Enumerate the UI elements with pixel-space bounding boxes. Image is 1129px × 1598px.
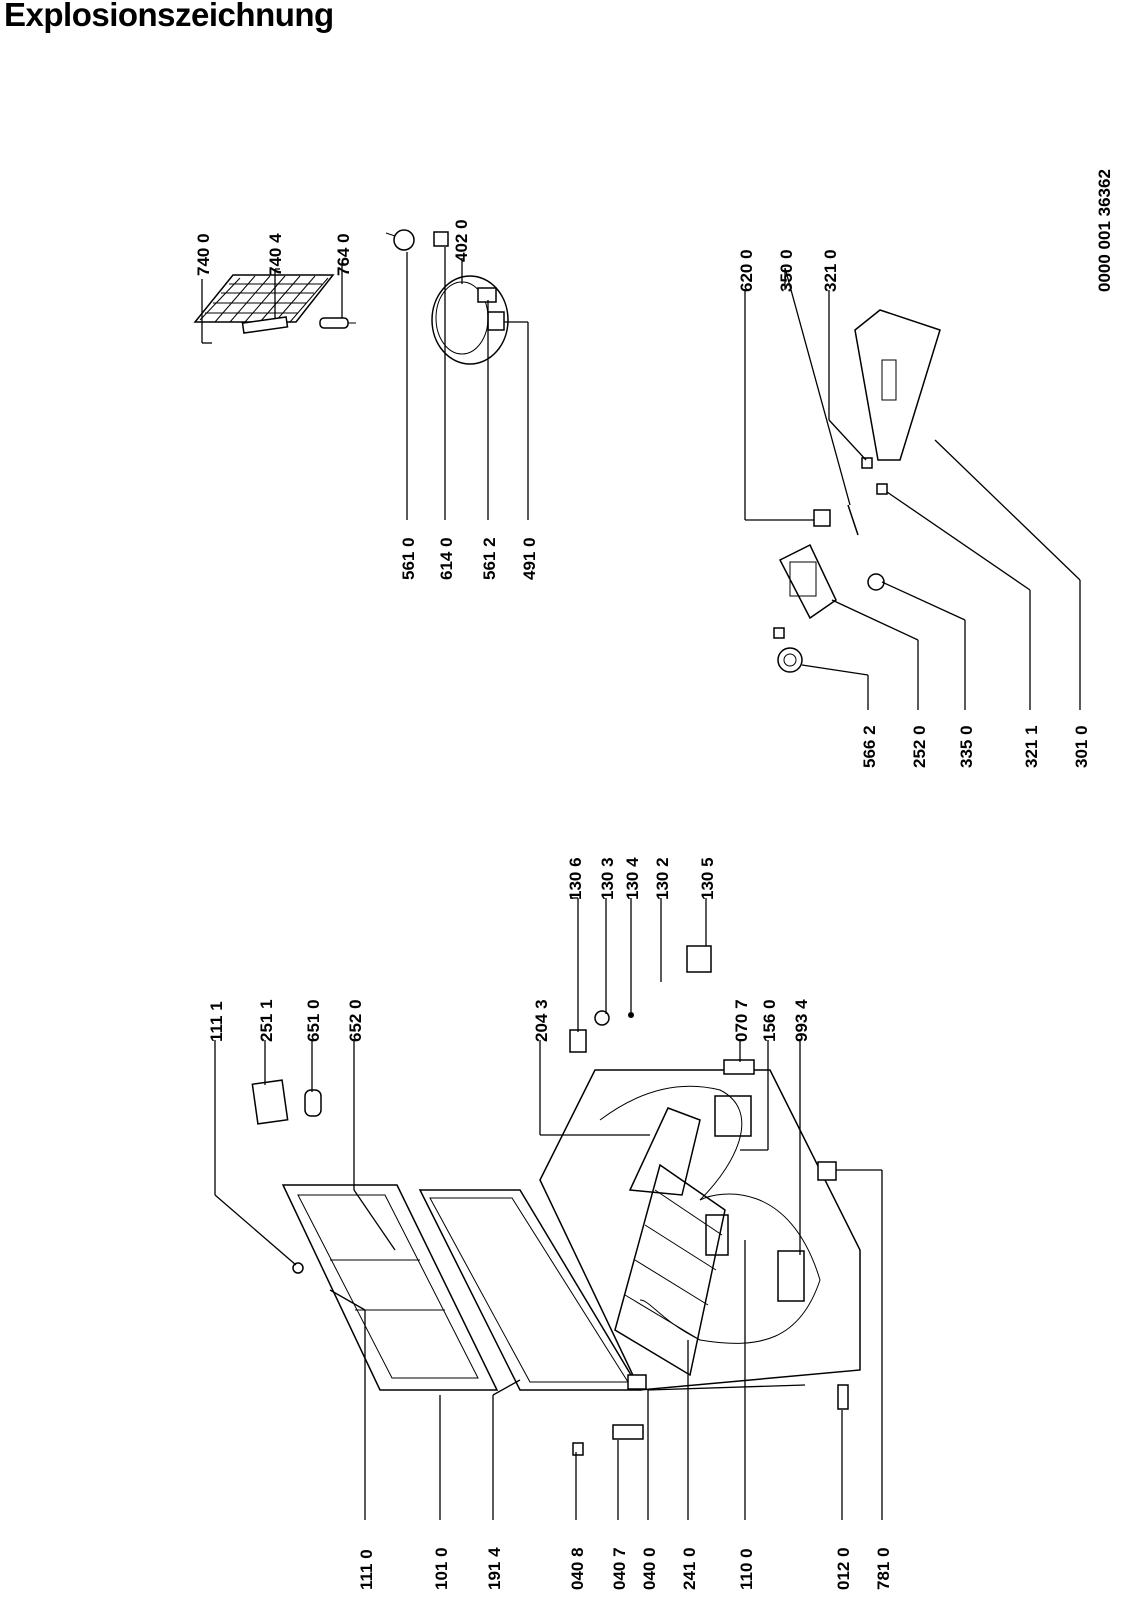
lid: [281, 1184, 499, 1391]
basket: [614, 1163, 726, 1377]
label-335-0: 335 0: [957, 725, 976, 768]
label-321-1: 321 1: [1022, 725, 1041, 768]
label-252-0: 252 0: [910, 725, 929, 768]
label-130-2: 130 2: [653, 857, 672, 900]
label-402-0: 402 0: [452, 219, 471, 262]
relay-561: [385, 229, 415, 251]
label-561-2: 561 2: [480, 537, 499, 580]
label-111-0: 111 0: [357, 1549, 376, 1590]
hinge-right: [817, 1161, 837, 1181]
label-101-0: 101 0: [432, 1547, 451, 1590]
condenser-coil: [193, 274, 335, 323]
document-number: 0000 001 36362: [1095, 169, 1114, 292]
label-241-0: 241 0: [680, 1547, 699, 1590]
switch-620: [813, 509, 831, 527]
label-110-0: 110 0: [737, 1548, 756, 1590]
label-561-0: 561 0: [399, 537, 418, 580]
label-111-1: 111 1: [207, 1001, 226, 1042]
label-614-0: 614 0: [437, 537, 456, 580]
label-740-0: 740 0: [194, 233, 213, 276]
label-620-0: 620 0: [737, 249, 756, 292]
clip-614: [433, 231, 449, 247]
label-651-0: 651 0: [304, 999, 323, 1042]
label-204-3: 204 3: [532, 999, 551, 1042]
label-350-0: 350 0: [777, 249, 796, 292]
dryer-filter: [319, 317, 356, 329]
label-130-5: 130 5: [698, 857, 717, 900]
label-191-4: 191 4: [485, 1547, 504, 1590]
label-764-0: 764 0: [334, 233, 353, 276]
label-040-7: 040 7: [610, 1547, 629, 1590]
small-parts: [292, 945, 849, 1456]
clip-321-0: [861, 457, 873, 469]
thermostat-coil: [773, 627, 803, 673]
mounting-bracket: [241, 316, 289, 334]
label-740-4: 740 4: [266, 233, 285, 276]
label-993-4: 993 4: [792, 999, 811, 1042]
thermostat-housing: [778, 543, 837, 620]
divider: [628, 1107, 701, 1196]
label-301-0: 301 0: [1072, 725, 1091, 768]
label-321-0: 321 0: [821, 249, 840, 292]
control-panel-cover: [854, 309, 941, 461]
label-566-2: 566 2: [860, 725, 879, 768]
label-652-0: 652 0: [346, 999, 365, 1042]
label-130-4: 130 4: [623, 857, 642, 900]
label-012-0: 012 0: [834, 1547, 853, 1590]
label-040-8: 040 8: [568, 1547, 587, 1590]
lamp: [304, 1089, 322, 1117]
compressor: [431, 275, 509, 365]
label-781-0: 781 0: [874, 1547, 893, 1590]
clip-321-1: [876, 483, 888, 495]
page-title: Explosionszeichnung: [4, 0, 334, 33]
label-156-0: 156 0: [760, 999, 779, 1042]
knob-335: [867, 573, 885, 591]
label-130-3: 130 3: [598, 857, 617, 900]
label-130-6: 130 6: [566, 857, 585, 900]
label-491-0: 491 0: [520, 537, 539, 580]
label-040-0: 040 0: [640, 1547, 659, 1590]
label-251-1: 251 1: [257, 999, 276, 1042]
lamp-350: [847, 504, 859, 536]
label-070-7: 070 7: [732, 999, 751, 1042]
seal-strip: [251, 1079, 289, 1125]
